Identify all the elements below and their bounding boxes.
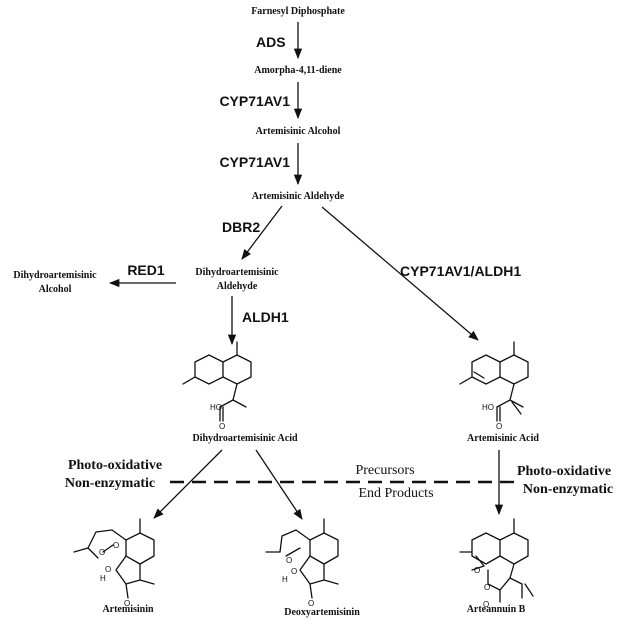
deoxyartemisinin-oxygen-3: O [308, 599, 314, 608]
compound-artemisinic-alcohol: Artemisinic Alcohol [256, 126, 341, 137]
photo-oxidative-right-line2: Non-enzymatic [523, 482, 613, 497]
enzyme-cyp71av1-first: CYP71AV1 [219, 93, 290, 109]
compound-dihydroartemisinic-alcohol-line1: Dihydroartemisinic [13, 270, 97, 281]
deoxyartemisinin-hydrogen: H [282, 575, 288, 584]
photo-oxidative-left-line2: Non-enzymatic [65, 476, 155, 491]
arteannuin-oxygen-1: O [474, 566, 480, 575]
deoxyartemisinin-oxygen-2: O [291, 567, 297, 576]
enzyme-red1: RED1 [127, 262, 165, 278]
compound-artemisinic-acid: Artemisinic Acid [467, 433, 539, 444]
compound-farnesyl-diphosphate: Farnesyl Diphosphate [251, 6, 345, 17]
arteannuin-b-structure: O O O [459, 518, 534, 609]
arrow-aldehyde-to-dihydro-aldehyde [241, 205, 283, 260]
oxygen-label: O [219, 422, 225, 431]
compound-amorphadiene: Amorpha-4,11-diene [254, 65, 342, 76]
end-products-label: End Products [358, 486, 433, 501]
arrow-acid-to-artemisinin [153, 449, 223, 519]
precursors-label: Precursors [355, 463, 414, 478]
photo-oxidative-right-line1: Photo-oxidative [517, 464, 611, 479]
compound-dihydroartemisinic-alcohol-line2: Alcohol [39, 284, 72, 295]
artemisinic-hydroxyl-label: HO [482, 403, 494, 412]
compound-dihydroartemisinic-acid: Dihydroartemisinic Acid [192, 433, 298, 444]
compound-arteannuin-b: Arteannuin B [467, 604, 526, 615]
compound-deoxyartemisinin: Deoxyartemisinin [284, 607, 360, 618]
arteannuin-oxygen-2: O [484, 583, 490, 592]
compound-dihydroartemisinic-aldehyde-line1: Dihydroartemisinic [195, 267, 279, 278]
arrow-acid-to-deoxyartemisinin [255, 449, 303, 520]
enzyme-cyp71av1-second: CYP71AV1 [219, 154, 290, 170]
enzyme-aldh1: ALDH1 [242, 309, 289, 325]
artemisinin-hydrogen: H [100, 574, 106, 583]
arteannuin-oxygen-3: O [483, 600, 489, 609]
artemisinin-oxygen-1: O [99, 548, 105, 557]
artemisinic-oxygen-label: O [496, 422, 502, 431]
artemisinic-acid-structure: HO O [459, 341, 529, 431]
deoxyartemisinin-oxygen-1: O [286, 556, 292, 565]
artemisinin-oxygen-4: O [124, 599, 130, 608]
enzyme-dbr2: DBR2 [222, 219, 260, 235]
artemisinin-oxygen-3: O [105, 565, 111, 574]
compound-dihydroartemisinic-aldehyde-line2: Aldehyde [217, 281, 258, 292]
enzyme-cyp71av1-aldh1: CYP71AV1/ALDH1 [400, 263, 521, 279]
deoxyartemisinin-structure: O O H O [265, 518, 339, 608]
compound-artemisinic-aldehyde: Artemisinic Aldehyde [252, 191, 345, 202]
artemisinin-structure: O O O H O [73, 518, 155, 608]
enzyme-ads: ADS [256, 34, 286, 50]
compound-artemisinin: Artemisinin [102, 604, 154, 615]
hydroxyl-label: HO [210, 403, 222, 412]
arrow-aldehyde-to-artemisinic-acid [321, 206, 479, 341]
photo-oxidative-left-line1: Photo-oxidative [68, 458, 162, 473]
artemisinin-oxygen-2: O [113, 541, 119, 550]
dihydroartemisinic-acid-structure: HO O [182, 341, 252, 431]
